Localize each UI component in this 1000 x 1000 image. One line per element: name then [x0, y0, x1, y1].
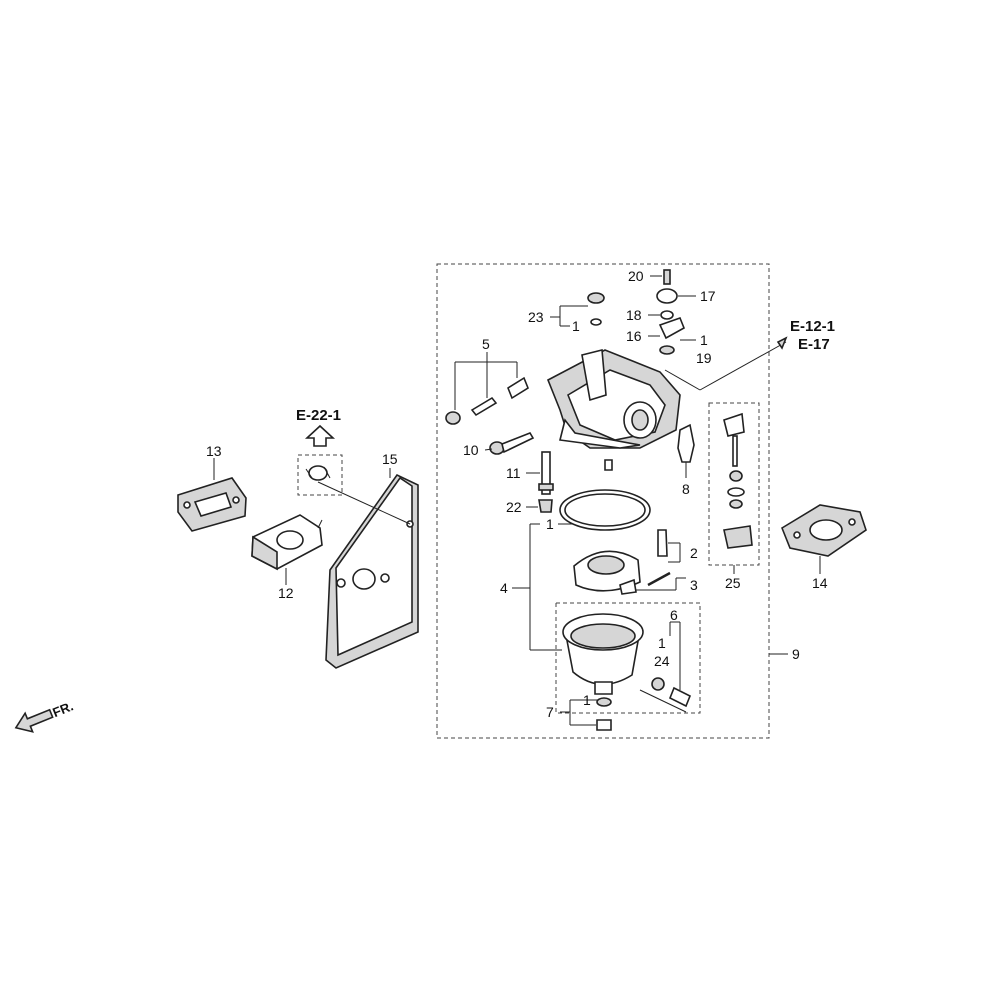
float-4[interactable]: [573, 550, 641, 595]
float-pin-3[interactable]: [647, 571, 671, 587]
callout-7: 7: [546, 704, 554, 720]
callout-5: 5: [482, 336, 490, 352]
reference-e17[interactable]: E-17: [798, 336, 830, 353]
callout-1-bolt: 1: [583, 692, 591, 708]
callout-9: 9: [792, 646, 800, 662]
callout-17: 17: [700, 288, 716, 304]
front-label: FR.: [50, 698, 75, 720]
leader-lines: [213, 275, 821, 726]
bowl-gasket-ring[interactable]: [559, 489, 651, 531]
callout-6: 6: [670, 607, 678, 623]
clamp-reference-box: [297, 454, 343, 496]
callout-22: 22: [506, 499, 522, 515]
main-nozzle-11[interactable]: [538, 451, 554, 495]
callout-16: 16: [626, 328, 642, 344]
bolt-7[interactable]: [596, 697, 612, 731]
float-valve-2[interactable]: [657, 529, 668, 557]
choke-parts-stack[interactable]: [656, 269, 686, 355]
callout-1-screw: 1: [572, 318, 580, 334]
callout-20: 20: [628, 268, 644, 284]
callout-19: 19: [696, 350, 712, 366]
needle-kit-25[interactable]: [723, 412, 753, 549]
callout-1-gasket: 1: [546, 516, 554, 532]
assembly-boundary: [436, 263, 770, 739]
clamp-part[interactable]: [305, 465, 331, 481]
float-chamber[interactable]: [562, 613, 644, 695]
callout-23: 23: [528, 309, 544, 325]
callout-25: 25: [725, 575, 741, 591]
callout-8: 8: [682, 481, 690, 497]
throttle-stop-screw-5[interactable]: [445, 376, 529, 425]
callout-1-bowl: 1: [658, 635, 666, 651]
callout-11: 11: [506, 465, 521, 481]
callout-14: 14: [812, 575, 828, 591]
carburetor-body[interactable]: [546, 348, 681, 471]
callout-4: 4: [500, 580, 508, 596]
bracket-8[interactable]: [677, 423, 695, 463]
screw-23[interactable]: [587, 292, 605, 326]
gasket-14[interactable]: [781, 504, 867, 557]
front-arrow-icon: [14, 708, 54, 733]
gasket-13[interactable]: [177, 477, 247, 532]
float-bowl-boundary: [555, 602, 701, 714]
reference-e12[interactable]: E-12-1: [790, 318, 835, 335]
main-jet-22[interactable]: [538, 499, 553, 513]
kit-boundary: [708, 402, 760, 566]
callout-2: 2: [690, 545, 698, 561]
callout-24: 24: [654, 653, 670, 669]
up-arrow-icon: [304, 424, 336, 447]
callout-15: 15: [382, 451, 398, 467]
callout-12: 12: [278, 585, 294, 601]
pilot-screw-10[interactable]: [489, 432, 535, 455]
callout-3: 3: [690, 577, 698, 593]
callout-10: 10: [463, 442, 479, 458]
callout-18: 18: [626, 307, 642, 323]
callout-13: 13: [206, 443, 222, 459]
insulator-12[interactable]: [251, 514, 323, 571]
front-direction-indicator: FR.: [14, 698, 75, 733]
reference-e22[interactable]: E-22-1: [296, 407, 341, 424]
callout-1-choke: 1: [700, 332, 708, 348]
drain-screw-24[interactable]: [651, 677, 692, 708]
heat-shield-15[interactable]: [325, 473, 419, 669]
